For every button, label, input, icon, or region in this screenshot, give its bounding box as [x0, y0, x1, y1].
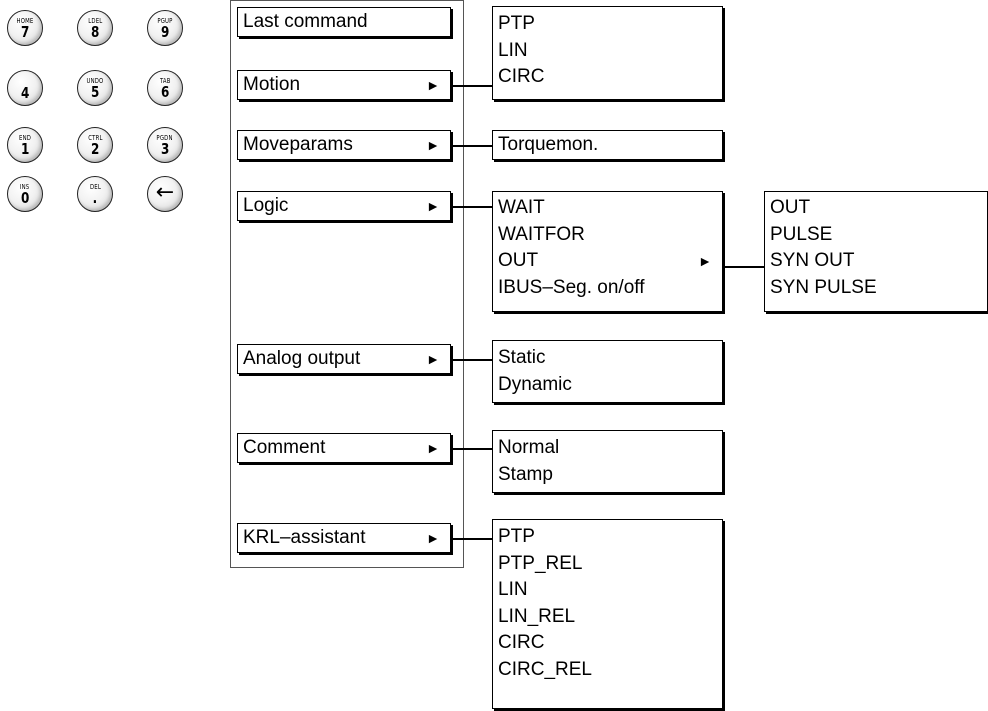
key-tab-6[interactable]: TAB 6	[147, 70, 183, 106]
key-pgup-9[interactable]: PGUP 9	[147, 10, 183, 46]
menu-item-out[interactable]: OUT ►	[498, 248, 722, 275]
main-menu-panel	[230, 0, 464, 568]
key-label-top: END	[18, 133, 32, 142]
key-label-top: CTRL	[87, 133, 103, 142]
menu-item-syn-pulse[interactable]: SYN PULSE	[770, 276, 877, 298]
key-label-top: TAB	[159, 76, 171, 85]
submenu-arrow-icon: ►	[426, 77, 440, 93]
connector-line	[451, 359, 493, 361]
connector-line	[451, 206, 493, 208]
key-label-main: 3	[160, 139, 170, 158]
key-ctrl-2[interactable]: CTRL 2	[77, 127, 113, 163]
menu-item-waitfor[interactable]: WAITFOR	[498, 223, 585, 245]
menu-item-ptp[interactable]: PTP	[498, 13, 535, 34]
submenu-krl-assistant: PTP PTP_REL LIN LIN_REL CIRC CIRC_REL	[492, 519, 723, 709]
menu-item-dynamic[interactable]: Dynamic	[498, 373, 572, 395]
menu-last-command-button[interactable]: Last command	[237, 7, 451, 37]
connector-line	[451, 448, 493, 450]
connector-line	[451, 85, 493, 87]
submenu-comment: Normal Stamp	[492, 430, 723, 493]
key-undo-5[interactable]: UNDO 5	[77, 70, 113, 106]
menu-item-lin-rel[interactable]: LIN_REL	[498, 605, 576, 627]
menu-item-ibus-seg[interactable]: IBUS–Seg. on/off	[498, 276, 645, 298]
submenu-arrow-icon: ►	[426, 530, 440, 546]
submenu-arrow-icon: ►	[426, 440, 440, 456]
menu-logic-button[interactable]: Logic ►	[237, 191, 451, 221]
connector-line	[451, 538, 493, 540]
menu-motion-button[interactable]: Motion ►	[237, 70, 451, 100]
key-label-main: 5	[90, 82, 100, 101]
key-pgdn-3[interactable]: PGDN 3	[147, 127, 183, 163]
submenu-motion: PTP LIN CIRC	[492, 6, 723, 100]
menu-krl-assistant-button[interactable]: KRL–assistant ►	[237, 523, 451, 553]
menu-item-syn-out[interactable]: SYN OUT	[770, 250, 855, 271]
key-label-top: INS	[20, 182, 30, 191]
menu-label: Comment	[243, 437, 326, 458]
key-home-7[interactable]: HOME 7	[7, 10, 43, 46]
menu-item-circ-rel[interactable]: CIRC_REL	[498, 658, 592, 680]
menu-label: Last command	[243, 11, 368, 32]
key-label-main: 6	[160, 82, 170, 101]
menu-comment-button[interactable]: Comment ►	[237, 433, 451, 463]
key-ins-0[interactable]: INS 0	[7, 176, 43, 212]
submenu-moveparams: Torquemon.	[492, 130, 723, 160]
menu-item-pulse[interactable]: PULSE	[770, 223, 833, 245]
submenu-arrow-icon: ►	[426, 351, 440, 367]
key-label-main: 4	[20, 83, 30, 102]
menu-label: Logic	[243, 195, 289, 216]
menu-item-normal[interactable]: Normal	[498, 437, 560, 458]
menu-item-label: OUT	[498, 250, 539, 271]
key-del-dot[interactable]: DEL .	[77, 176, 113, 212]
menu-moveparams-button[interactable]: Moveparams ►	[237, 130, 451, 160]
key-4[interactable]: 4	[7, 70, 43, 106]
key-label-main: 8	[90, 22, 100, 41]
menu-analog-output-button[interactable]: Analog output ►	[237, 344, 451, 374]
key-backspace[interactable]: ←	[147, 176, 183, 212]
menu-item-wait[interactable]: WAIT	[498, 197, 545, 218]
submenu-logic: WAIT WAITFOR OUT ► IBUS–Seg. on/off	[492, 191, 723, 312]
key-label-main: 0	[20, 188, 30, 207]
key-label-main: 9	[160, 22, 170, 41]
menu-item-torquemon[interactable]: Torquemon.	[498, 134, 599, 155]
menu-item-circ[interactable]: CIRC	[498, 66, 545, 87]
menu-item-static[interactable]: Static	[498, 347, 546, 368]
key-label-main: .	[92, 188, 98, 207]
menu-label: KRL–assistant	[243, 527, 366, 548]
menu-item-lin[interactable]: LIN	[498, 39, 528, 61]
menu-item-ptp-rel[interactable]: PTP_REL	[498, 552, 583, 574]
key-label-top: PGUP	[157, 16, 173, 25]
menu-item-out[interactable]: OUT	[770, 197, 811, 218]
menu-item-ptp[interactable]: PTP	[498, 526, 535, 547]
left-arrow-icon: ←	[155, 180, 175, 205]
key-label-top: PGDN	[156, 133, 174, 142]
submenu-arrow-icon: ►	[426, 137, 440, 153]
key-label-top: DEL	[89, 182, 101, 191]
menu-label: Analog output	[243, 348, 361, 369]
submenu-logic-out: OUT PULSE SYN OUT SYN PULSE	[764, 191, 988, 312]
menu-label: Motion	[243, 74, 301, 95]
key-end-1[interactable]: END 1	[7, 127, 43, 163]
key-label-main: 2	[90, 139, 100, 158]
menu-item-circ[interactable]: CIRC	[498, 632, 545, 653]
submenu-analog-output: Static Dynamic	[492, 340, 723, 403]
key-label-main: 1	[20, 139, 30, 158]
key-label-top: HOME	[16, 16, 34, 25]
key-label-top: LDEL	[87, 16, 103, 25]
menu-item-stamp[interactable]: Stamp	[498, 463, 553, 485]
submenu-arrow-icon: ►	[698, 253, 712, 269]
menu-label: Moveparams	[243, 134, 353, 155]
menu-item-lin[interactable]: LIN	[498, 579, 528, 600]
submenu-arrow-icon: ►	[426, 198, 440, 214]
connector-line	[721, 266, 765, 268]
key-ldel-8[interactable]: LDEL 8	[77, 10, 113, 46]
key-label-main: 7	[20, 22, 30, 41]
connector-line	[451, 145, 493, 147]
key-label-top: UNDO	[86, 76, 104, 85]
